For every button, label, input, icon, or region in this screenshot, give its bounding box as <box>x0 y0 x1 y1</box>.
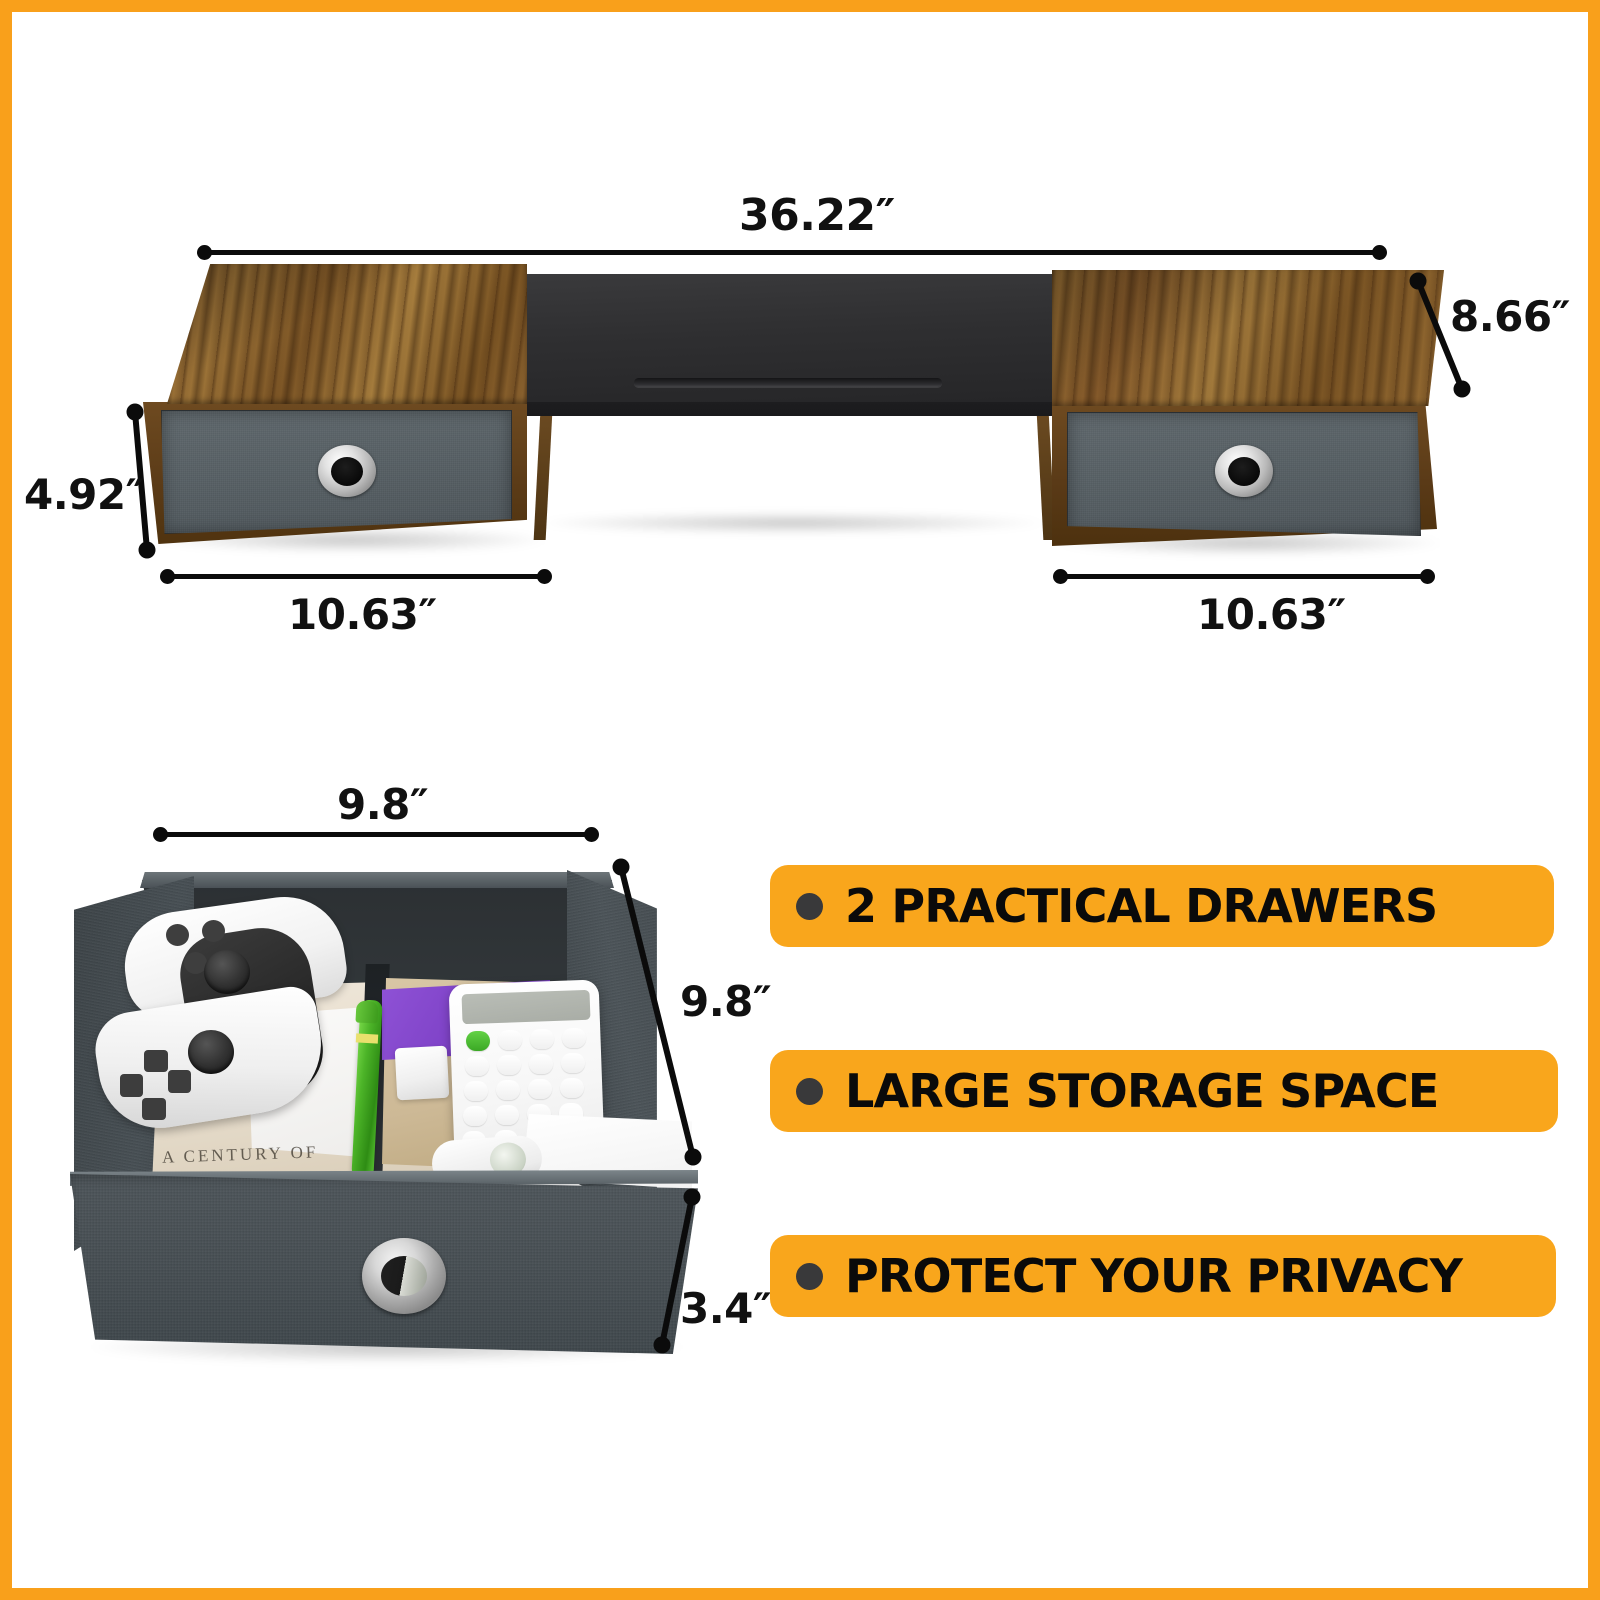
controller-dpad-down <box>142 1098 166 1120</box>
cable-management-slot <box>634 378 942 387</box>
feature-badge-large-storage[interactable]: LARGE STORAGE SPACE <box>770 1050 1558 1132</box>
dimension-endpoint-right-drawer-a <box>1053 569 1068 584</box>
dimension-line-bin-height <box>653 1188 701 1354</box>
dimension-line-height <box>126 403 156 559</box>
bullet-dot-icon <box>796 892 823 920</box>
dimension-line-left-drawer-width <box>167 574 542 579</box>
calculator-key-r2c0 <box>464 1081 488 1101</box>
controller-analog-stick-right <box>188 1030 234 1074</box>
feature-label: LARGE STORAGE SPACE <box>845 1064 1439 1118</box>
dimension-line-right-drawer-width <box>1060 574 1425 579</box>
calculator-key-r1c2 <box>529 1054 553 1074</box>
calculator-key-r3c1 <box>495 1105 519 1125</box>
right-wood-top-surface <box>1052 270 1444 406</box>
dimension-line-depth <box>1409 272 1471 398</box>
dimension-label-bin-width: 9.8″ <box>337 780 429 829</box>
feature-badge-practical-drawers[interactable]: 2 PRACTICAL DRAWERS <box>770 865 1554 947</box>
dimension-label-right-drawer-width: 10.63″ <box>1197 590 1346 639</box>
calculator-key-r1c0 <box>465 1056 489 1076</box>
dimension-endpoint-bin-width-right <box>584 827 599 842</box>
right-drawer-pull-ring-icon <box>1215 445 1273 497</box>
calculator-key-r0c3 <box>562 1028 586 1048</box>
controller-button-1 <box>166 924 189 946</box>
calculator-key-r1c1 <box>497 1055 521 1075</box>
calculator-key-r2c2 <box>528 1079 552 1099</box>
feature-label: PROTECT YOUR PRIVACY <box>845 1249 1463 1303</box>
dimension-endpoint-left-drawer-a <box>160 569 175 584</box>
calculator-key-r2c1 <box>496 1080 520 1100</box>
infographic-canvas: 36.22″ 8.66″ 4.92″ 10.63″ <box>12 12 1588 1588</box>
controller-dpad-up <box>144 1050 168 1072</box>
dimension-line-overall-width <box>204 250 1379 255</box>
left-drawer-pull-ring-icon <box>318 445 376 497</box>
bullet-dot-icon <box>796 1262 823 1290</box>
calculator-key-on <box>466 1031 490 1051</box>
calculator-key-r3c0 <box>463 1106 487 1126</box>
bin-pull-ring-icon <box>362 1238 446 1314</box>
dimension-line-bin-width <box>160 832 590 837</box>
dimension-endpoint-width-left <box>197 245 212 260</box>
calculator-display <box>461 989 591 1025</box>
calculator-key-r1c3 <box>561 1053 585 1073</box>
calculator-key-r0c1 <box>498 1030 522 1050</box>
controller-button-2 <box>202 920 225 942</box>
dimension-line-bin-depth <box>612 858 702 1166</box>
calculator-key-r0c2 <box>530 1029 554 1049</box>
controller-dpad-right <box>168 1070 191 1093</box>
shadow-mid <box>532 512 1052 534</box>
dimension-endpoint-right-drawer-b <box>1420 569 1435 584</box>
left-drawer-front-panel <box>161 410 512 534</box>
drawer-bin-illustration: A CENTURY OF <box>62 852 722 1392</box>
feature-label: 2 PRACTICAL DRAWERS <box>845 879 1438 933</box>
dimension-label-left-drawer-width: 10.63″ <box>288 590 437 639</box>
bin-back-rim <box>140 872 614 888</box>
dimension-endpoint-bin-width-left <box>153 827 168 842</box>
controller-dpad-left <box>120 1074 143 1097</box>
green-marker-cap <box>355 1000 379 1024</box>
bullet-dot-icon <box>796 1077 823 1105</box>
dimension-label-bin-height: 3.4″ <box>680 1284 772 1333</box>
dimension-label-depth: 8.66″ <box>1450 292 1570 341</box>
dimension-endpoint-left-drawer-b <box>537 569 552 584</box>
calculator-key-r2c3 <box>560 1078 584 1098</box>
eraser-item <box>394 1045 450 1101</box>
controller-analog-stick-left <box>204 950 250 994</box>
feature-badge-protect-privacy[interactable]: PROTECT YOUR PRIVACY <box>770 1235 1556 1317</box>
controller-button-3 <box>184 952 207 974</box>
left-wood-top-surface <box>167 264 527 404</box>
dimension-label-overall-width: 36.22″ <box>739 190 895 241</box>
green-marker-band <box>355 1033 379 1044</box>
dimension-label-bin-depth: 9.8″ <box>680 977 772 1026</box>
dimension-endpoint-width-right <box>1372 245 1387 260</box>
dimension-label-height: 4.92″ <box>24 470 144 519</box>
monitor-stand-illustration: 36.22″ 8.66″ 4.92″ 10.63″ <box>12 12 1588 652</box>
